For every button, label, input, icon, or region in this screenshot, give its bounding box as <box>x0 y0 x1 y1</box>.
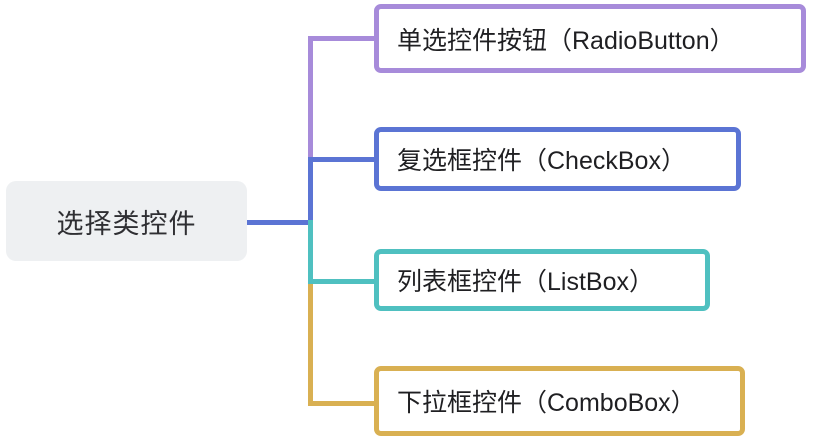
node-combobox-label: 下拉框控件（ComboBox） <box>397 389 696 417</box>
connector-branch-combobox <box>308 401 379 406</box>
node-checkbox[interactable]: 复选框控件（CheckBox） <box>374 127 741 191</box>
root-node-label: 选择类控件 <box>56 208 197 239</box>
node-radiobutton-label: 单选控件按钮（RadioButton） <box>397 26 735 55</box>
node-checkbox-label: 复选框控件（CheckBox） <box>397 147 686 175</box>
connector-trunk-segment-teal <box>308 220 313 282</box>
node-combobox[interactable]: 下拉框控件（ComboBox） <box>374 366 745 436</box>
connector-branch-checkbox <box>308 157 379 162</box>
connector-trunk-segment-blue <box>308 157 313 223</box>
connector-trunk-segment-purple <box>308 36 313 161</box>
connector-root-stem <box>247 220 313 225</box>
node-listbox-label: 列表框控件（ListBox） <box>397 268 654 296</box>
root-node[interactable]: 选择类控件 <box>6 181 247 261</box>
connector-branch-listbox <box>308 279 379 284</box>
connector-branch-radiobutton <box>308 36 379 41</box>
node-listbox[interactable]: 列表框控件（ListBox） <box>374 249 710 311</box>
node-radiobutton[interactable]: 单选控件按钮（RadioButton） <box>374 4 806 73</box>
connector-trunk-segment-gold <box>308 279 313 406</box>
